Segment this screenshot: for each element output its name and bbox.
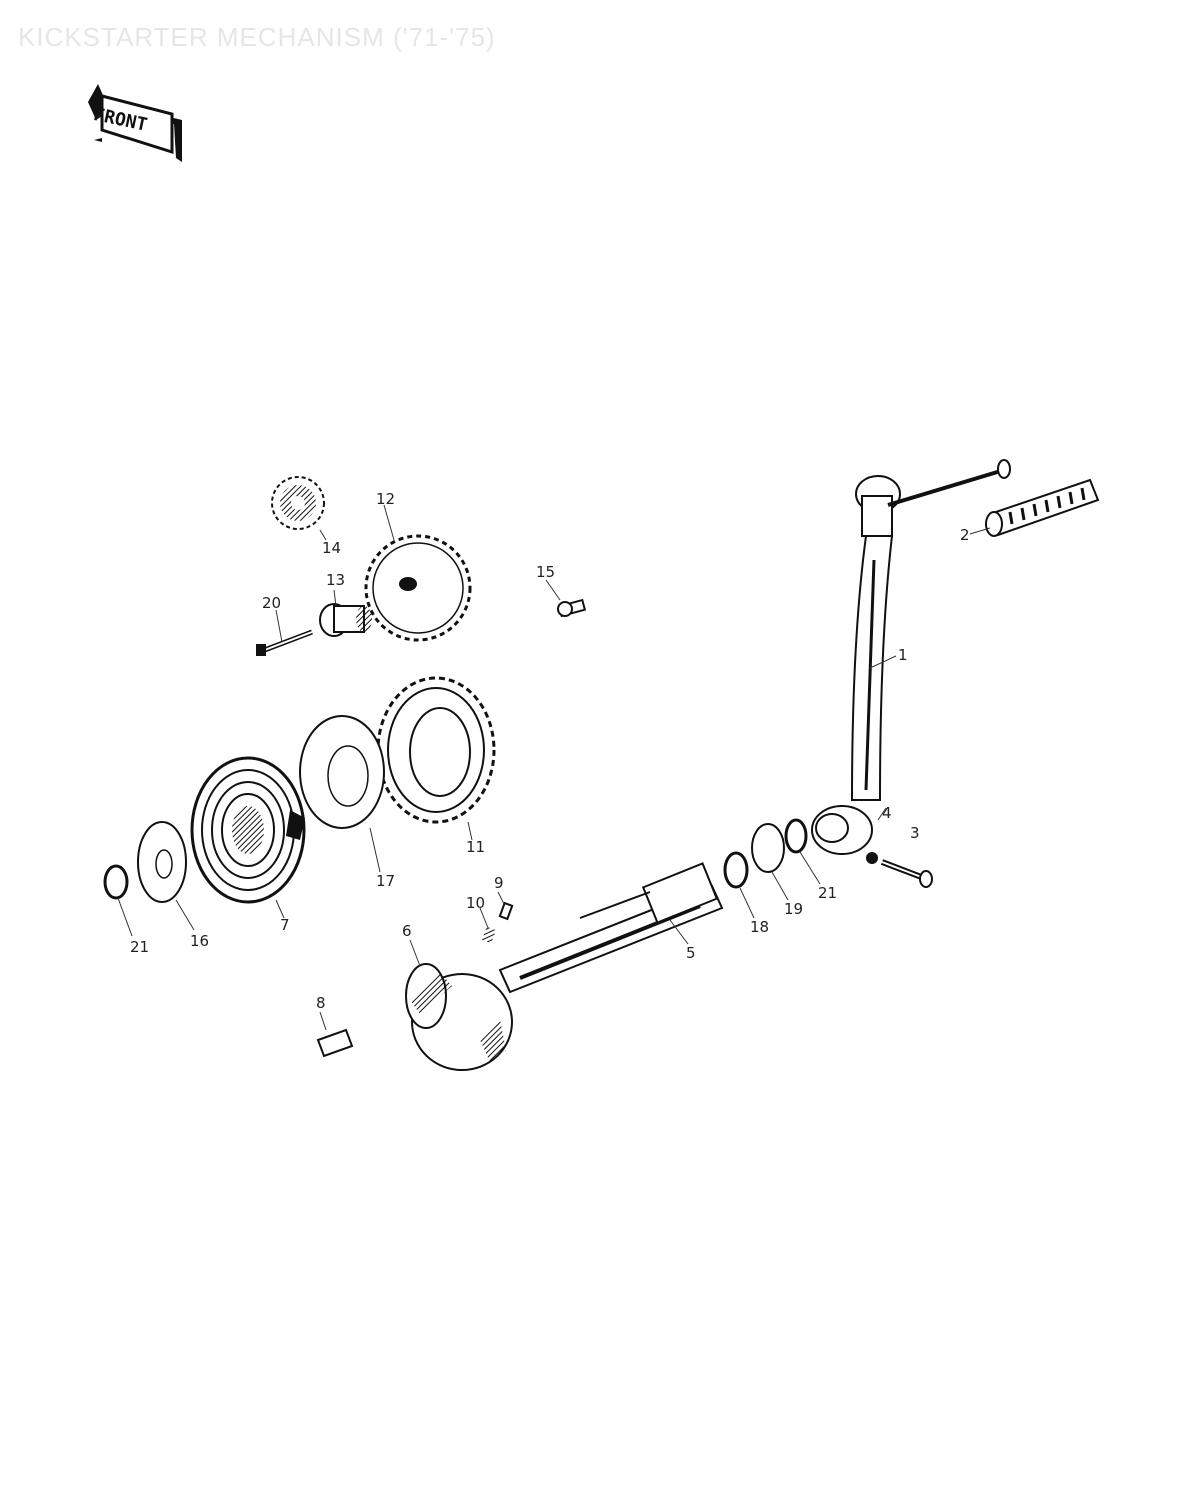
callout-6: 6 bbox=[402, 922, 412, 940]
callout-8: 8 bbox=[316, 994, 326, 1012]
kick-pedal-rubber-part bbox=[985, 478, 1100, 537]
callout-17: 17 bbox=[376, 872, 395, 890]
callout-5: 5 bbox=[686, 944, 696, 962]
kick-gear-part bbox=[376, 676, 496, 824]
small-gear-part bbox=[271, 476, 325, 530]
callout-2: 2 bbox=[960, 526, 970, 544]
callout-16: 16 bbox=[190, 932, 209, 950]
callout-21-left: 21 bbox=[130, 938, 149, 956]
lever-nut-part bbox=[866, 852, 878, 864]
ratchet-part bbox=[405, 963, 513, 1071]
diagram-title: KICKSTARTER MECHANISM ('71-'75) bbox=[18, 22, 496, 52]
callout-1: 1 bbox=[898, 646, 908, 664]
callout-4: 4 bbox=[882, 804, 892, 822]
callout-7: 7 bbox=[280, 916, 290, 934]
front-arrow-icon bbox=[88, 84, 182, 162]
spring-washer-part bbox=[137, 821, 187, 903]
small-spring-part bbox=[481, 926, 497, 944]
circlip-left-part bbox=[103, 864, 129, 900]
small-pin-part bbox=[498, 901, 514, 921]
callout-20: 20 bbox=[262, 594, 281, 612]
callout-labels: 14 12 13 20 15 2 1 11 17 7 16 21 10 9 6 … bbox=[130, 490, 970, 1012]
kick-shaft-part bbox=[498, 862, 724, 994]
callout-12: 12 bbox=[376, 490, 395, 508]
callout-11: 11 bbox=[466, 838, 485, 856]
kick-spring-part bbox=[190, 756, 306, 904]
callout-14: 14 bbox=[322, 539, 341, 557]
callout-9: 9 bbox=[494, 874, 504, 892]
callout-18: 18 bbox=[750, 918, 769, 936]
kickstarter-lever-part bbox=[811, 459, 1011, 855]
shaft-washer-part bbox=[751, 823, 785, 873]
bushing-part bbox=[319, 603, 372, 637]
callout-10: 10 bbox=[466, 894, 485, 912]
leader-lines bbox=[117, 504, 991, 1031]
callout-15: 15 bbox=[536, 563, 555, 581]
o-ring-part bbox=[723, 851, 749, 889]
callout-13: 13 bbox=[326, 571, 345, 589]
callout-19: 19 bbox=[784, 900, 803, 918]
callout-21-right: 21 bbox=[818, 884, 837, 902]
lever-bolt-part bbox=[880, 859, 933, 888]
shaft-pin-part bbox=[256, 629, 313, 656]
kick-idle-gear-part bbox=[364, 534, 472, 642]
thrust-washer-part bbox=[299, 715, 385, 829]
circlip-right-part bbox=[784, 818, 808, 854]
small-bolt-part bbox=[557, 598, 587, 618]
callout-3: 3 bbox=[910, 824, 920, 842]
ratchet-key-part bbox=[316, 1028, 354, 1058]
